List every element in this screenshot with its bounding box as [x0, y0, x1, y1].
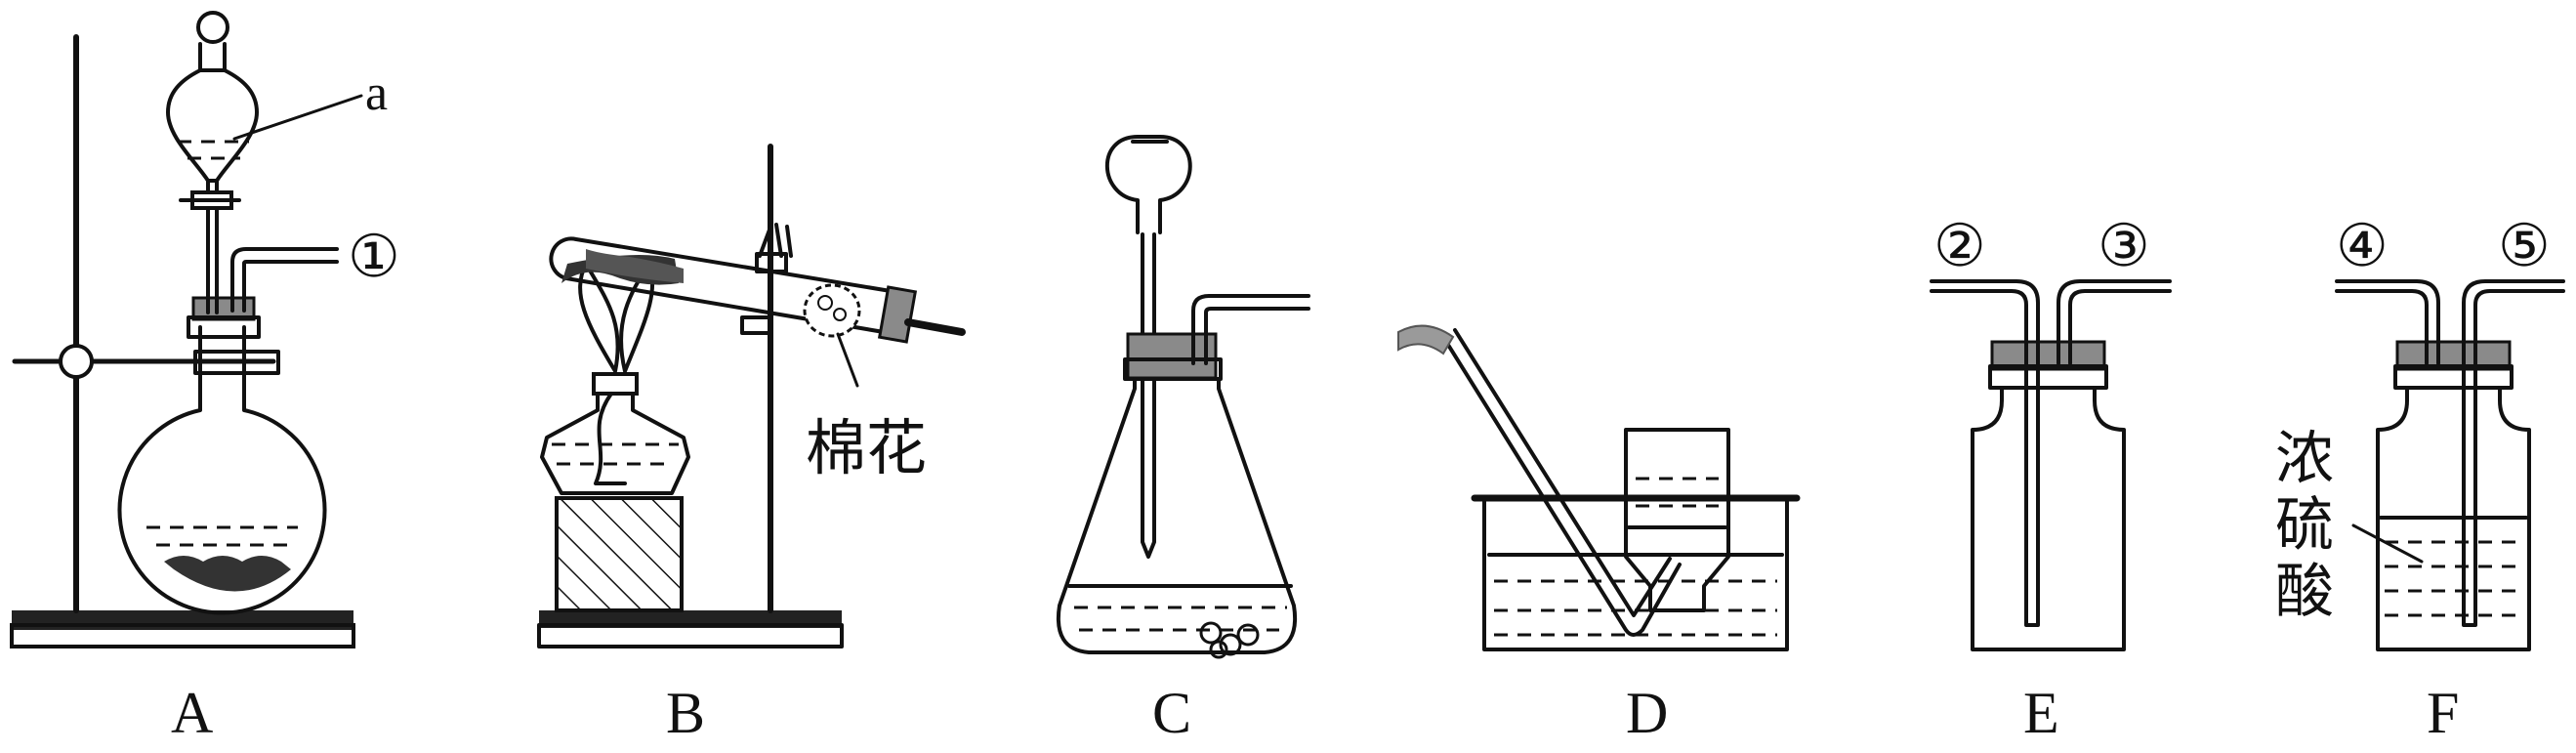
- label-port-2: ②: [1933, 214, 1986, 278]
- solid-a: [164, 556, 291, 592]
- long-tube-f: [2462, 279, 2565, 627]
- label-cotton: 棉花: [806, 412, 927, 483]
- round-flask-a: [117, 325, 327, 615]
- short-tube-f: [2335, 279, 2440, 365]
- label-a-letter: a: [365, 65, 388, 121]
- cotton-b: [803, 283, 861, 338]
- apparatus-f: ④ ⑤ 浓硫酸 F: [2275, 214, 2565, 745]
- long-tube-e: [1930, 279, 2040, 627]
- label-port-1: ①: [348, 225, 400, 289]
- label-C: C: [1152, 681, 1191, 745]
- rubber-hose-d: [1397, 324, 1455, 356]
- label-port-4: ④: [2336, 214, 2389, 278]
- label-A: A: [171, 681, 213, 745]
- label-B: B: [666, 681, 705, 745]
- label-F: F: [2427, 681, 2459, 745]
- gas-bottle-f: [2376, 386, 2531, 651]
- short-tube-e: [2057, 279, 2172, 365]
- thistle-funnel-c: [1104, 135, 1192, 234]
- gas-jar-d: [1624, 428, 1730, 612]
- label-E: E: [2023, 681, 2059, 745]
- label-port-5: ⑤: [2498, 214, 2551, 278]
- alcohol-lamp-b: [540, 389, 690, 495]
- apparatus-b: 棉花 B: [537, 144, 966, 745]
- wood-block-b: [555, 496, 684, 612]
- apparatus-d: D: [1397, 324, 1801, 745]
- label-D: D: [1626, 681, 1668, 745]
- separatory-funnel-a: [166, 68, 259, 183]
- label-port-3: ③: [2098, 214, 2150, 278]
- clamp-knob-a: [59, 344, 94, 379]
- apparatus-c: C: [1056, 135, 1310, 745]
- water-trough-d: [1482, 496, 1789, 651]
- apparatus-a: a ① A: [10, 11, 400, 745]
- delivery-tube-d: [1441, 335, 1682, 637]
- outlet-tube-c: [1191, 294, 1310, 365]
- apparatus-e: ② ③ E: [1930, 214, 2172, 745]
- conical-flask-c: [1056, 377, 1298, 654]
- label-acid: 浓硫酸: [2275, 425, 2334, 626]
- gas-bottle-e: [1971, 386, 2126, 651]
- outlet-tube-a: [230, 247, 339, 313]
